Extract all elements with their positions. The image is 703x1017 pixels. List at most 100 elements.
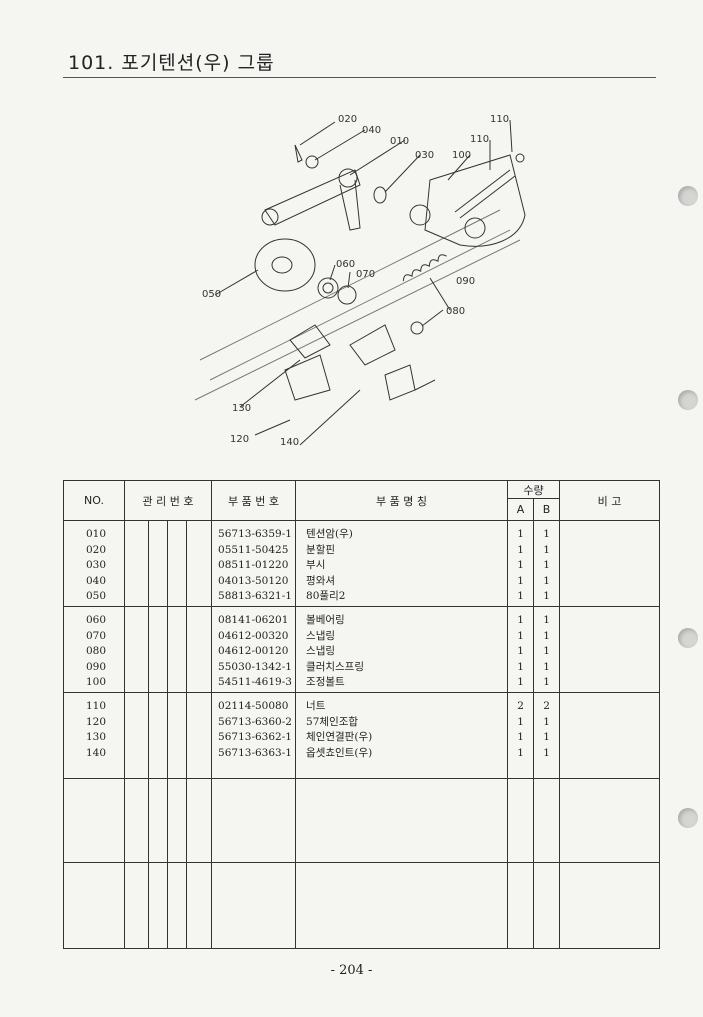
callout-label: 050 [202, 289, 221, 300]
cell-line: 1 [517, 660, 524, 673]
callout-label: 130 [232, 403, 251, 414]
cell-empty [124, 778, 149, 863]
cell-line: 060 [86, 614, 107, 626]
header-qty-b: B [533, 498, 561, 521]
cell-empty [185, 692, 213, 779]
cell-name [295, 862, 509, 949]
cell-line: 1 [543, 574, 550, 587]
cell-line: 050 [86, 590, 107, 603]
callout-label: 100 [452, 150, 471, 161]
cell-line: 1 [517, 715, 524, 728]
cell-no [63, 862, 125, 949]
cell-empty [148, 520, 168, 607]
cell-line: 54511-4619-3 [218, 676, 292, 689]
title-rule [63, 77, 656, 78]
cell-line: 1 [543, 746, 550, 759]
cell-empty [148, 692, 168, 779]
cell-line: 조정볼트 [306, 676, 345, 689]
cell-empty [124, 862, 149, 949]
cell-part-no [211, 778, 297, 863]
cell-no [63, 778, 125, 863]
header-quantity: 수량 [507, 480, 561, 499]
cell-line: 020 [86, 543, 107, 556]
cell-empty [148, 862, 168, 949]
exploded-parts-diagram: 020 040 010 030 100 110 110 050 060 070 … [194, 114, 526, 448]
cell-line: 100 [86, 676, 107, 689]
callout-label: 110 [490, 114, 509, 125]
cell-b [533, 862, 561, 949]
callout-label: 140 [280, 437, 299, 448]
cell-line: 1 [543, 614, 550, 626]
cell-line: 스냅링 [306, 629, 336, 642]
parts-table: NO. 관 리 번 호 부 품 번 호 부 품 명 칭 수량 비 고 A B 0… [63, 480, 661, 949]
page-number: - 204 - [330, 963, 373, 978]
cell-line: 56713-6363-1 [218, 746, 292, 759]
cell-line: 분할핀 [306, 543, 336, 556]
cell-empty [185, 520, 213, 607]
cell-line: 56713-6362-1 [218, 731, 292, 744]
cell-line: 평와셔 [306, 574, 336, 587]
header-no: NO. [63, 480, 125, 521]
cell-empty [559, 692, 661, 779]
cell-empty [185, 778, 213, 863]
cell-line: 1 [517, 543, 524, 556]
cell-line: 04013-50120 [218, 574, 289, 587]
cell-empty [124, 520, 149, 607]
cell-empty [148, 606, 168, 693]
cell-line: 08141-06201 [218, 614, 289, 626]
cell-empty [124, 692, 149, 779]
callout-label: 080 [446, 306, 465, 317]
table-row-group [63, 862, 661, 949]
binder-hole [678, 186, 698, 206]
cell-line: 1 [543, 528, 550, 540]
cell-line: 080 [86, 645, 107, 658]
cell-line: 140 [86, 746, 107, 759]
cell-line: 1 [517, 645, 524, 658]
cell-empty [124, 606, 149, 693]
cell-empty [167, 606, 187, 693]
cell-line: 1 [517, 574, 524, 587]
page-title: 101. 포기텐션(우) 그룹 [68, 52, 275, 74]
cell-line: 090 [86, 660, 107, 673]
cell-line: 120 [86, 715, 107, 728]
cell-line: 1 [517, 590, 524, 603]
table-row-group [63, 778, 661, 863]
binder-hole [678, 808, 698, 828]
cell-line: 1 [517, 614, 524, 626]
callout-label: 070 [356, 269, 375, 280]
cell-a: 1 1 1 1 1 [507, 520, 535, 607]
cell-line: 1 [543, 731, 550, 744]
cell-line: 체인연결판(우) [306, 731, 373, 744]
cell-line: 1 [543, 559, 550, 572]
cell-line: 옵셋쵸인트(우) [306, 746, 373, 759]
callout-label: 010 [390, 136, 409, 147]
cell-b [533, 778, 561, 863]
callout-label: 120 [230, 434, 249, 445]
header-part-no: 부 품 번 호 [211, 480, 297, 521]
header-part-name: 부 품 명 칭 [295, 480, 509, 521]
cell-empty [167, 778, 187, 863]
cell-empty [185, 862, 213, 949]
cell-line: 130 [86, 731, 107, 744]
cell-line: 1 [543, 660, 550, 673]
cell-line: 05511-50425 [218, 543, 289, 556]
cell-line: 1 [517, 528, 524, 540]
cell-line: 2 [543, 700, 550, 712]
cell-empty [148, 778, 168, 863]
cell-empty [185, 606, 213, 693]
cell-line: 58813-6321-1 [218, 590, 292, 603]
cell-line: 1 [517, 559, 524, 572]
cell-line: 1 [543, 543, 550, 556]
cell-line: 110 [86, 700, 107, 712]
